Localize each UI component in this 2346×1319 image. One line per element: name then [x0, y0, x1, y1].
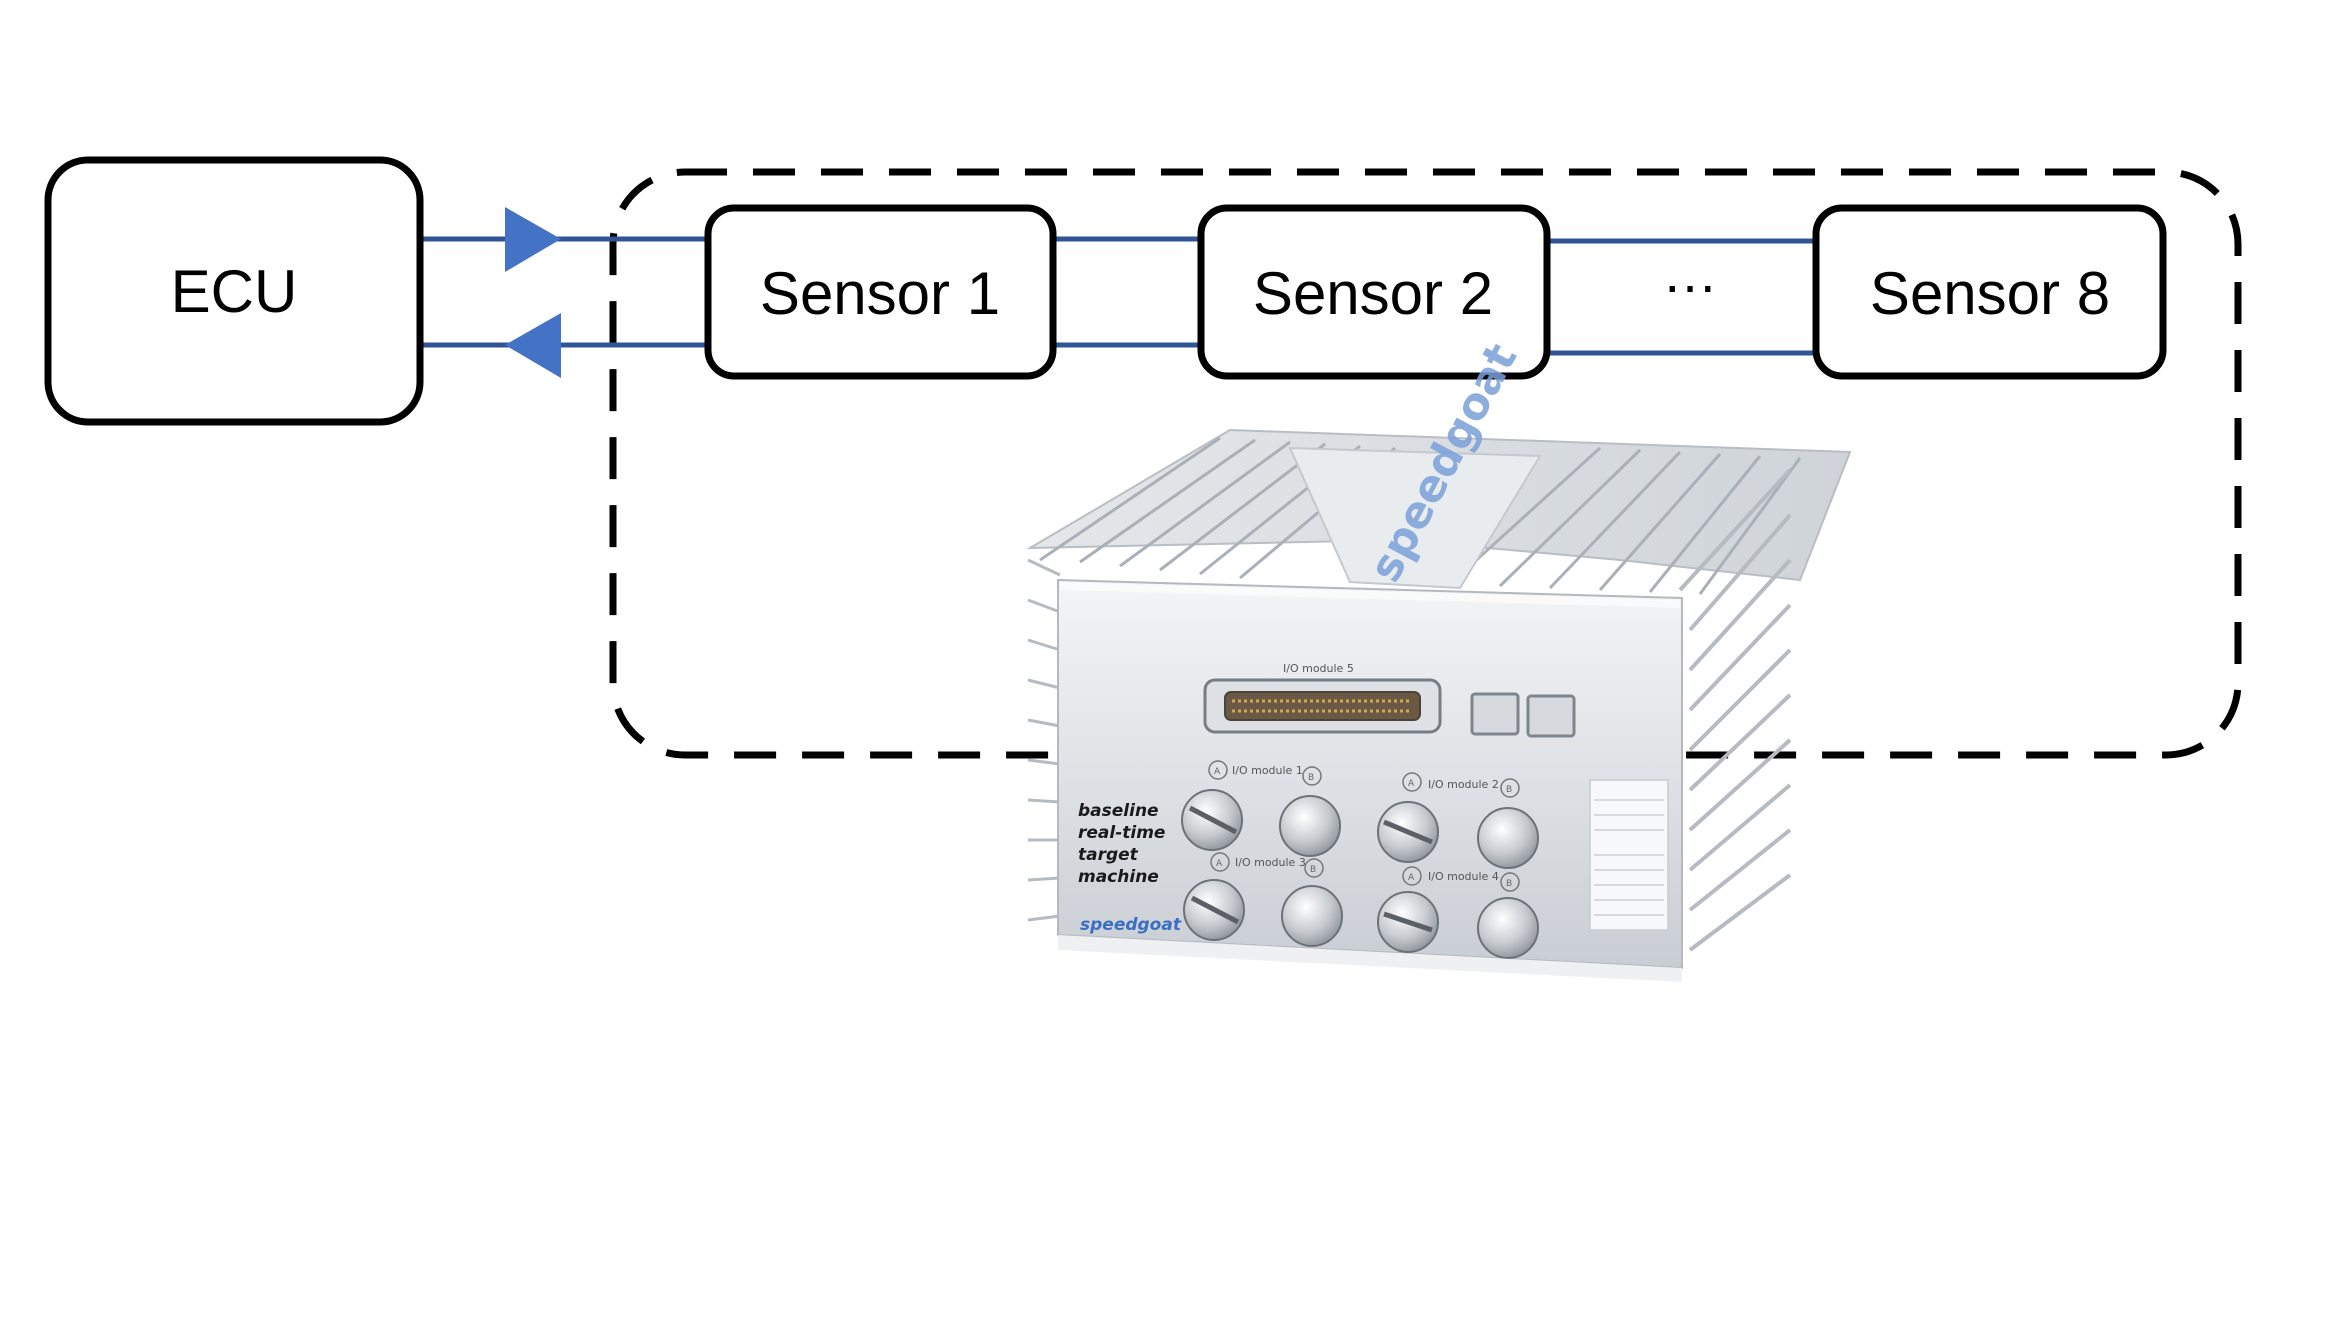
ellipsis-label: …	[1662, 241, 1718, 304]
circular-connectors	[1181, 789, 1539, 959]
io-module-5-label: I/O module 5	[1283, 662, 1354, 675]
front-panel	[1057, 578, 1683, 970]
sensor2-block: Sensor 2	[1197, 204, 1551, 380]
sensor8-label: Sensor 8	[1870, 260, 2110, 327]
sensor1-label: Sensor 1	[760, 260, 1000, 327]
ecu-block: ECU	[44, 156, 424, 426]
target-machine-device-image: speedgoat	[1026, 335, 1852, 982]
sensor8-block: Sensor 8	[1812, 204, 2167, 380]
ethernet-port-1	[1470, 692, 1520, 736]
port-a-label-2: A	[1408, 779, 1415, 789]
product-text-line2: real-time	[1078, 823, 1165, 843]
heatsink-fins-right	[1678, 468, 1792, 952]
connector-2b	[1477, 807, 1539, 869]
front-logo-text: speedgoat	[1080, 915, 1182, 935]
sensor2-label: Sensor 2	[1253, 260, 1493, 327]
port-b-label-2: B	[1506, 785, 1512, 795]
ethernet-port-2	[1526, 694, 1576, 738]
port-a-label-3: A	[1216, 859, 1223, 869]
port-markers	[1208, 760, 1520, 892]
connector-3b	[1281, 885, 1343, 947]
port-b-label-4: B	[1506, 879, 1512, 889]
product-text-line4: machine	[1078, 867, 1159, 887]
io-module-4-label: I/O module 4	[1428, 870, 1499, 883]
port-a-label-4: A	[1408, 873, 1415, 883]
sensor1-block: Sensor 1	[704, 204, 1057, 380]
connector-4b	[1477, 897, 1539, 959]
link-lines	[422, 236, 1815, 356]
port-a-label-1: A	[1214, 767, 1221, 777]
connector-1b	[1279, 795, 1341, 857]
arrow-left-icon	[505, 313, 561, 378]
port-b-label-3: B	[1310, 865, 1316, 875]
heatsink-fins-left	[1027, 558, 1061, 922]
product-text-line3: target	[1078, 845, 1139, 865]
io-module-2-label: I/O module 2	[1428, 778, 1499, 791]
arrow-right-icon	[505, 207, 561, 272]
port-b-label-1: B	[1308, 773, 1314, 783]
io-module-3-label: I/O module 3	[1235, 856, 1306, 869]
product-text-line1: baseline	[1078, 801, 1159, 821]
ecu-label: ECU	[171, 258, 298, 325]
io-module-1-label: I/O module 1	[1232, 764, 1303, 777]
